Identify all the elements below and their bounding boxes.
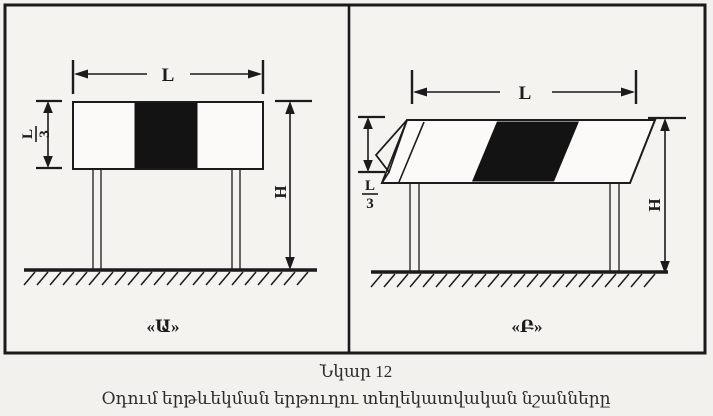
panel-a-board-height-label: L 3 [20,126,53,142]
panel-b-group: L L 3 H [358,70,686,336]
panel-b-board-height-dimension: L 3 [358,115,385,212]
panel-b-board-wedge [374,119,408,174]
panel-a-width-dimension: L [71,60,265,94]
panel-b-width-label: L [519,83,532,104]
svg-text:H: H [645,198,664,211]
panel-b-height-numerator: L [365,178,375,194]
svg-text:H: H [271,185,290,198]
panel-b-sign-board [374,119,657,184]
panel-a-group: L L 3 [20,60,317,336]
panel-a-sign-board [72,101,264,170]
panel-a-board-black-stripe [134,103,198,168]
panel-b-board-crease [398,121,425,183]
panel-a-label: «Ա» [146,317,179,336]
figure-caption-subtitle: Օդում երթևեկման երթուղու տեղեկատվական նշ… [101,389,610,408]
panel-a-posts [92,169,241,270]
panel-a-board-height-dimension: L 3 [20,99,62,170]
panel-b-label: «Բ» [511,317,542,336]
panel-b-total-height-dimension: H [645,116,686,274]
panel-a-width-label: L [162,65,175,86]
panel-b-posts [409,180,620,272]
panel-b-board-black-stripe [472,121,579,182]
panel-a-total-height-label: H [271,185,290,198]
panel-a-total-height-dimension: H [271,99,312,270]
panel-a-height-denominator: 3 [37,130,53,138]
figure-caption-title: Նկար 12 [319,362,393,381]
panel-b-ground [370,270,668,288]
panel-a-height-numerator: L [20,129,36,139]
panel-b-height-denominator: 3 [366,196,374,212]
panel-a-ground [23,268,317,286]
panel-b-total-height-label: H [645,198,664,211]
panel-b-board-height-label: L 3 [362,178,378,212]
panel-b-width-dimension: L [410,70,638,104]
